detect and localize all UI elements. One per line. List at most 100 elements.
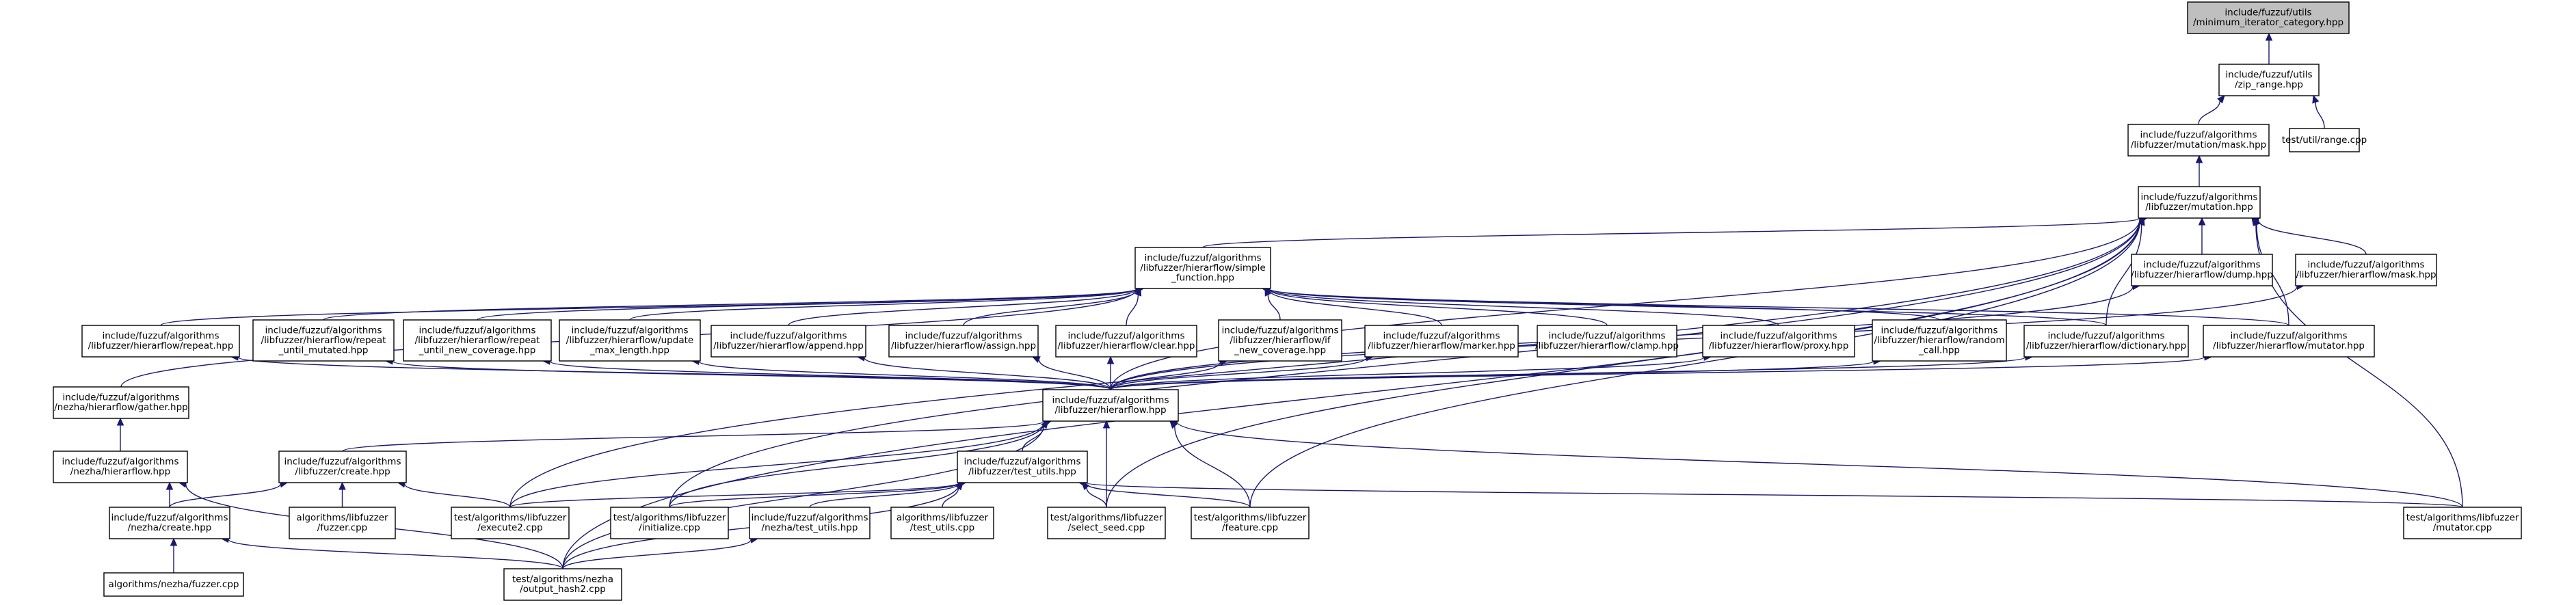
graph-node[interactable]: include/fuzzuf/algorithms/libfuzzer/hier… (2131, 254, 2273, 286)
graph-node[interactable]: include/fuzzuf/algorithms/nezha/hierarfl… (53, 451, 188, 483)
node-box (1047, 507, 1166, 539)
edge-line (669, 483, 959, 508)
node-label-line: algorithms/libfuzzer (897, 513, 989, 524)
node-box (1191, 507, 1310, 539)
node-label-line: /libfuzzer/hierarflow/append.hpp (713, 340, 864, 351)
graph-node[interactable]: include/fuzzuf/algorithms/nezha/test_uti… (749, 507, 871, 539)
graph-node[interactable]: include/fuzzuf/algorithms/nezha/create.h… (109, 507, 230, 539)
node-label-line: include/fuzzuf/algorithms (905, 331, 1022, 342)
node-label-line: _new_coverage.hpp (1234, 345, 1326, 355)
graph-node[interactable]: include/fuzzuf/algorithms/libfuzzer/hier… (1218, 319, 1342, 362)
graph-node[interactable]: include/fuzzuf/algorithms/libfuzzer/hier… (1702, 325, 1855, 358)
node-label-line: /nezha/hierarflow.hpp (70, 466, 170, 477)
arrowhead (1102, 420, 1111, 429)
graph-node[interactable]: include/fuzzuf/algorithms/libfuzzer/hier… (2295, 254, 2437, 286)
node-box (1134, 247, 1271, 289)
nodes-layer: include/fuzzuf/utils/minimum_iterator_ca… (53, 1, 2522, 601)
node-label-line: test/util/range.cpp (2282, 135, 2367, 146)
edges-layer (116, 32, 2463, 573)
node-box (559, 319, 701, 362)
edge-line (1269, 288, 2289, 326)
edge-line (1086, 487, 1107, 508)
edge-line (509, 422, 1045, 508)
graph-node[interactable]: include/fuzzuf/algorithms/libfuzzer/test… (957, 451, 1088, 483)
dependency-edge (1102, 420, 1111, 507)
node-label-line: include/fuzzuf/utils (2225, 70, 2312, 81)
edge-line (509, 219, 2140, 508)
node-label-line: include/fuzzuf/algorithms (419, 325, 536, 336)
node-box (711, 325, 866, 358)
graph-node[interactable]: include/fuzzuf/algorithms/libfuzzer/muta… (2138, 186, 2261, 219)
dependency-edge (342, 418, 1052, 452)
dependency-edge (1110, 353, 1712, 390)
node-box (451, 507, 570, 539)
edge-line (392, 360, 1111, 390)
node-box (1872, 319, 2007, 362)
graph-node[interactable]: include/fuzzuf/algorithms/libfuzzer/hier… (711, 325, 866, 358)
node-label-line: include/fuzzuf/algorithms (111, 513, 228, 524)
node-label-line: include/fuzzuf/algorithms (2144, 260, 2261, 271)
node-label-line: include/fuzzuf/algorithms (1721, 331, 1837, 342)
graph-node[interactable]: include/fuzzuf/algorithms/libfuzzer/hier… (81, 325, 240, 358)
edge-line (1267, 294, 1281, 321)
graph-node[interactable]: include/fuzzuf/algorithms/libfuzzer/hier… (403, 319, 552, 362)
graph-node[interactable]: include/fuzzuf/algorithms/libfuzzer/hier… (1535, 325, 1679, 358)
node-label-line: /libfuzzer/hierarflow/dictionary.hpp (2026, 340, 2186, 351)
dependency-edge (542, 358, 1111, 390)
graph-node-root[interactable]: include/fuzzuf/utils/minimum_iterator_ca… (2187, 1, 2350, 34)
graph-node[interactable]: include/fuzzuf/algorithms/libfuzzer/hier… (1134, 247, 1271, 289)
graph-node[interactable]: test/algorithms/libfuzzer/select_seed.cp… (1047, 507, 1166, 539)
graph-node[interactable]: include/fuzzuf/algorithms/libfuzzer/hier… (2203, 325, 2375, 358)
graph-node[interactable]: include/fuzzuf/algorithms/libfuzzer/hier… (252, 319, 395, 362)
node-label-line: include/fuzzuf/algorithms (730, 331, 847, 342)
dependency-edge (1202, 215, 2148, 248)
node-box (749, 507, 871, 539)
graph-node[interactable]: include/fuzzuf/algorithms/libfuzzer/hier… (1042, 389, 1179, 422)
graph-node[interactable]: include/fuzzuf/algorithms/libfuzzer/crea… (278, 451, 407, 483)
graph-node[interactable]: test/algorithms/libfuzzer/mutator.cpp (2403, 507, 2522, 539)
edge-line (1202, 217, 2140, 248)
node-label-line: include/fuzzuf/algorithms (2231, 331, 2348, 342)
edge-line (1174, 426, 1251, 508)
dependency-edge (1264, 287, 1281, 321)
graph-node[interactable]: include/fuzzuf/algorithms/libfuzzer/hier… (2023, 325, 2189, 358)
graph-node[interactable]: test/algorithms/libfuzzer/feature.cpp (1191, 507, 1310, 539)
graph-node[interactable]: algorithms/nezha/fuzzer.cpp (103, 572, 244, 597)
graph-node[interactable]: include/fuzzuf/algorithms/libfuzzer/muta… (2127, 124, 2270, 157)
dependency-edge (1249, 217, 2148, 508)
graph-node[interactable]: include/fuzzuf/utils/zip_range.hpp (2218, 64, 2320, 96)
edge-line (1038, 359, 1111, 390)
graph-node[interactable]: include/fuzzuf/algorithms/nezha/hierarfl… (53, 386, 189, 419)
graph-node[interactable]: test/algorithms/nezha/output_hash2.cpp (503, 568, 622, 601)
node-label-line: include/fuzzuf/algorithms (1549, 331, 1666, 342)
node-label-line: include/fuzzuf/algorithms (1052, 395, 1169, 406)
graph-node[interactable]: test/util/range.cpp (2282, 128, 2367, 152)
graph-node[interactable]: include/fuzzuf/algorithms/libfuzzer/hier… (888, 325, 1039, 358)
graph-node[interactable]: algorithms/libfuzzer/fuzzer.cpp (289, 507, 396, 539)
node-box (957, 451, 1088, 483)
graph-node[interactable]: include/fuzzuf/algorithms/libfuzzer/hier… (559, 319, 701, 362)
node-box (1537, 325, 1677, 358)
node-label-line: include/fuzzuf/algorithms (103, 331, 220, 342)
graph-node[interactable]: include/fuzzuf/algorithms/libfuzzer/hier… (1364, 325, 1519, 358)
edge-line (169, 483, 281, 508)
node-label-line: /libfuzzer/hierarflow/mask.hpp (2296, 269, 2436, 280)
graph-node[interactable]: include/fuzzuf/algorithms/libfuzzer/hier… (1872, 319, 2007, 362)
edge-line (404, 483, 511, 508)
graph-node[interactable]: algorithms/libfuzzer/test_utils.cpp (890, 507, 994, 539)
node-label-line: include/fuzzuf/algorithms (2048, 331, 2165, 342)
node-label-line: include/fuzzuf/algorithms (265, 325, 382, 336)
node-label-line: /nezha/test_utils.hpp (762, 522, 858, 533)
dependency-edge (338, 481, 346, 507)
graph-node[interactable]: test/algorithms/libfuzzer/initialize.cpp (610, 507, 729, 539)
graph-node[interactable]: test/algorithms/libfuzzer/execute2.cpp (451, 507, 570, 539)
edge-line (698, 361, 1111, 390)
arrowhead (2251, 217, 2259, 226)
edge-line (1176, 421, 2463, 508)
graph-node[interactable]: include/fuzzuf/algorithms/libfuzzer/hier… (1055, 325, 1197, 358)
node-label-line: algorithms/nezha/fuzzer.cpp (108, 579, 239, 590)
dependency-edge (562, 419, 1052, 569)
node-label-line: include/fuzzuf/algorithms (1881, 325, 1998, 336)
node-box (2295, 254, 2437, 286)
node-box (1364, 325, 1519, 358)
